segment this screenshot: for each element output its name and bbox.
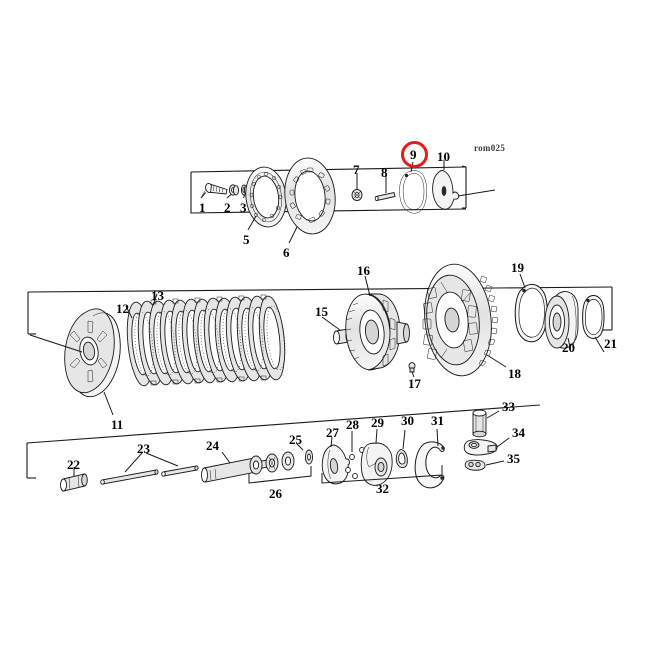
part-33-roller	[472, 409, 500, 438]
part-26-ball-ramp-set	[248, 451, 312, 484]
callout-26: 26	[269, 486, 282, 501]
part-28-balls	[345, 431, 365, 480]
part-7-nut	[351, 173, 363, 202]
callout-8: 8	[381, 165, 388, 180]
part-35-clip	[464, 459, 505, 471]
callout-32: 32	[376, 481, 389, 496]
part-1-bolt	[200, 183, 228, 199]
part-2-washer	[226, 184, 240, 199]
callout-28: 28	[346, 417, 359, 432]
part-8-pin	[374, 176, 396, 202]
part-30-clip	[395, 429, 408, 468]
part-34-release-lever	[463, 437, 510, 456]
part-21-snap-ring	[582, 295, 605, 353]
callout-12: 12	[116, 301, 129, 316]
part-25-washer	[296, 443, 314, 465]
callout-24: 24	[206, 438, 219, 453]
part-29-ramp-plate	[360, 428, 393, 486]
part-9-retaining-ring	[399, 161, 427, 214]
callout-2: 2	[224, 200, 231, 215]
part-20-bearing	[544, 291, 579, 349]
part-10-release-cam	[432, 160, 496, 210]
callout-6: 6	[283, 245, 290, 260]
callout-16: 16	[357, 263, 370, 278]
callout-5: 5	[243, 232, 250, 247]
callout-11: 11	[111, 417, 124, 432]
callout-29: 29	[371, 415, 384, 430]
callout-17: 17	[408, 376, 421, 391]
part-22-bushing	[60, 467, 88, 492]
middle-group-frame	[27, 286, 613, 335]
part-12-13-plate-stack	[125, 293, 286, 387]
callout-23: 23	[137, 441, 150, 456]
callout-34: 34	[512, 425, 525, 440]
part-23-pushrods	[100, 452, 199, 485]
callout-21: 21	[604, 336, 617, 351]
callout-13: 13	[151, 288, 164, 303]
callout-22: 22	[67, 457, 80, 472]
part-5-spring-plate	[245, 166, 287, 231]
part-27-ramp	[321, 436, 350, 485]
callout-3: 3	[240, 200, 247, 215]
part-11-pressure-plate	[29, 308, 121, 416]
part-16-clutch-hub	[344, 275, 410, 371]
callout-25: 25	[289, 432, 302, 447]
callout-7: 7	[353, 162, 360, 177]
callout-33: 33	[502, 399, 515, 414]
callout-1: 1	[199, 200, 206, 215]
part-17-stud	[408, 362, 416, 378]
part-31-snap-ring	[414, 428, 445, 489]
callout-35: 35	[507, 451, 520, 466]
part-6-steel-plate	[284, 157, 336, 244]
part-32-group-bracket	[321, 465, 443, 484]
callout-15: 15	[315, 304, 328, 319]
callout-10: 10	[437, 149, 450, 164]
part-19-snap-ring	[514, 273, 548, 343]
part-18-clutch-basket	[422, 263, 507, 377]
bottom-group-frame	[26, 404, 541, 479]
callout-9: 9	[410, 147, 417, 162]
callout-20: 20	[562, 340, 575, 355]
part-24-adjuster	[201, 451, 276, 483]
callout-18: 18	[508, 366, 521, 381]
callout-31: 31	[431, 413, 444, 428]
drawing-id-watermark: rom025	[474, 143, 506, 153]
callout-30: 30	[401, 413, 414, 428]
callout-27: 27	[326, 425, 339, 440]
callout-19: 19	[511, 260, 524, 275]
